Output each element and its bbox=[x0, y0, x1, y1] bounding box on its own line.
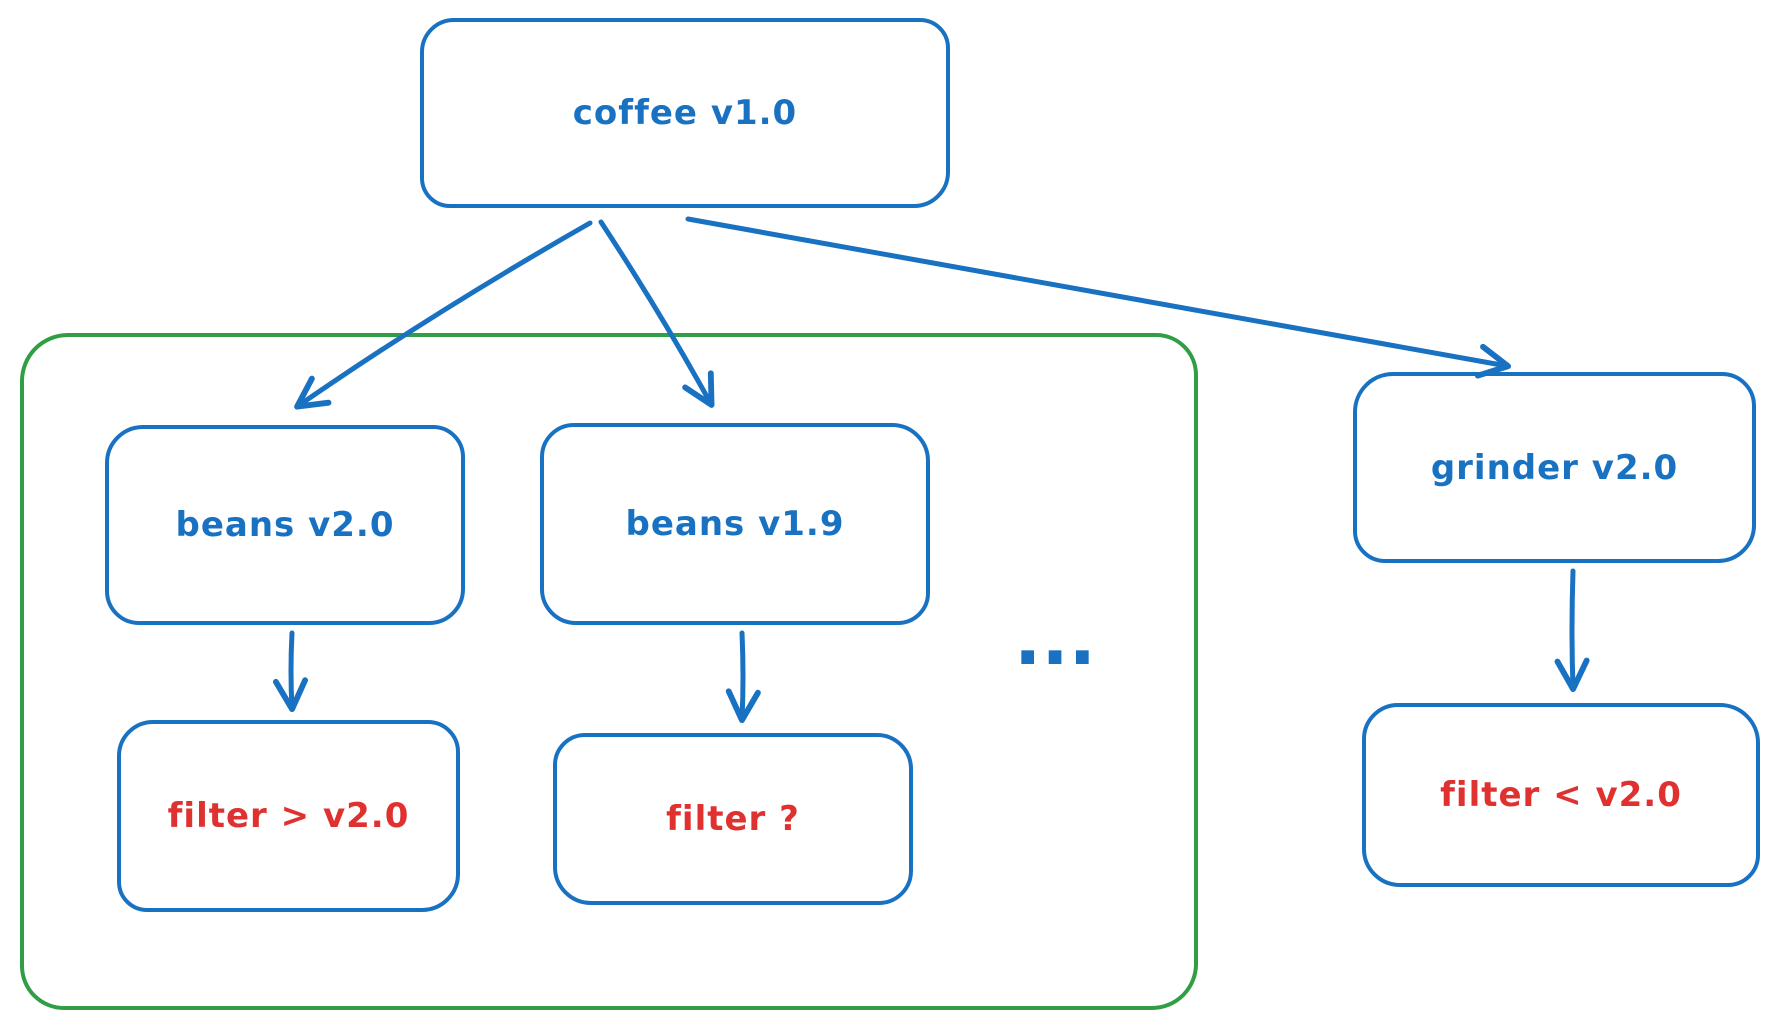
node-filter-gt-v2: filter > v2.0 bbox=[117, 720, 460, 912]
node-grinder-label: grinder v2.0 bbox=[1430, 447, 1679, 488]
arrow-grinder-to-filter-lt bbox=[1554, 568, 1590, 693]
node-grinder: grinder v2.0 bbox=[1353, 372, 1756, 563]
node-filter-gt-v2-label: filter > v2.0 bbox=[167, 796, 410, 836]
node-beans-v19: beans v1.9 bbox=[540, 423, 930, 625]
node-coffee-label: coffee v1.0 bbox=[572, 93, 798, 133]
ellipsis-more-indicator: ... bbox=[1013, 597, 1097, 681]
node-coffee: coffee v1.0 bbox=[420, 18, 950, 208]
node-filter-unknown-label: filter ? bbox=[666, 799, 800, 839]
node-filter-lt-v2-label: filter < v2.0 bbox=[1440, 775, 1682, 815]
node-beans-v2-label: beans v2.0 bbox=[175, 505, 395, 545]
node-filter-unknown: filter ? bbox=[553, 733, 913, 905]
node-beans-v19-label: beans v1.9 bbox=[625, 504, 845, 544]
node-beans-v2: beans v2.0 bbox=[105, 425, 465, 625]
node-filter-lt-v2: filter < v2.0 bbox=[1362, 703, 1760, 887]
